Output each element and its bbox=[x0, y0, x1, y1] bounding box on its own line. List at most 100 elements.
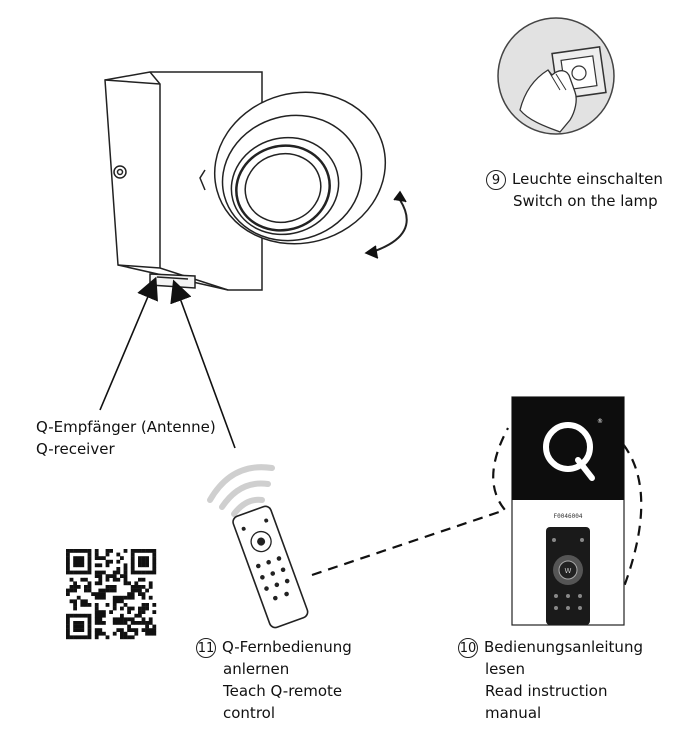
qr-module bbox=[138, 577, 142, 582]
qr-module bbox=[112, 588, 117, 593]
qr-module bbox=[116, 628, 121, 632]
qr-module bbox=[105, 559, 110, 564]
qr-module bbox=[69, 635, 74, 640]
qr-module bbox=[66, 621, 70, 625]
qr-module bbox=[116, 570, 121, 575]
qr-module bbox=[102, 592, 106, 596]
qr-module bbox=[116, 621, 121, 625]
qr-module bbox=[152, 559, 157, 564]
qr-module bbox=[112, 621, 117, 625]
qr-module bbox=[120, 631, 124, 636]
qr-module bbox=[66, 567, 70, 571]
qr-module bbox=[145, 588, 149, 593]
qr-module bbox=[76, 559, 81, 564]
switch-hand-icon bbox=[497, 17, 615, 135]
qr-module bbox=[123, 567, 128, 571]
qr-module bbox=[66, 552, 70, 557]
qr-module bbox=[105, 588, 110, 593]
qr-module bbox=[80, 570, 85, 575]
receiver-window bbox=[149, 273, 196, 289]
qr-module bbox=[87, 635, 92, 640]
qr-module bbox=[148, 549, 153, 553]
dashed-link-manual bbox=[611, 431, 643, 593]
qr-module bbox=[130, 621, 135, 625]
qr-module bbox=[87, 567, 92, 571]
qr-module bbox=[66, 628, 70, 632]
qr-module bbox=[120, 635, 124, 640]
qr-module bbox=[145, 563, 149, 568]
qr-module bbox=[127, 624, 131, 629]
qr-module bbox=[141, 595, 146, 600]
manual-booklet: ® F0046004 W bbox=[511, 396, 625, 626]
qr-module bbox=[87, 581, 92, 586]
qr-module bbox=[94, 631, 99, 636]
qr-module bbox=[130, 552, 135, 557]
qr-module bbox=[94, 592, 99, 596]
qr-module bbox=[66, 588, 70, 593]
qr-module bbox=[98, 617, 103, 622]
qr-module bbox=[73, 585, 77, 589]
qr-module bbox=[152, 603, 157, 607]
qr-module bbox=[105, 585, 110, 589]
qr-module bbox=[112, 595, 117, 600]
qr-module bbox=[98, 621, 103, 625]
qr-module bbox=[123, 549, 128, 553]
qr-module bbox=[80, 621, 85, 625]
qr-module bbox=[120, 606, 124, 611]
qr-module bbox=[84, 577, 88, 582]
qr-module bbox=[145, 603, 149, 607]
qr-module bbox=[73, 556, 77, 560]
qr-module bbox=[138, 563, 142, 568]
qr-module bbox=[76, 595, 81, 600]
qr-module bbox=[94, 613, 99, 618]
qr-module bbox=[87, 628, 92, 632]
qr-module bbox=[145, 628, 149, 632]
qr-module bbox=[105, 552, 110, 557]
qr-module bbox=[152, 567, 157, 571]
qr-module bbox=[130, 556, 135, 560]
qr-module bbox=[123, 574, 128, 578]
qr-module bbox=[130, 592, 135, 596]
rotate-arrow-icon bbox=[371, 199, 408, 253]
qr-module bbox=[80, 603, 85, 607]
qr-module bbox=[134, 570, 139, 575]
qr-module bbox=[130, 617, 135, 622]
qr-module bbox=[94, 628, 99, 632]
qr-module bbox=[112, 570, 117, 575]
qr-module bbox=[66, 635, 70, 640]
qr-module bbox=[84, 613, 88, 618]
qr-module bbox=[152, 563, 157, 568]
qr-module bbox=[69, 599, 74, 604]
qr-module bbox=[109, 588, 113, 593]
screw-icon bbox=[113, 165, 127, 179]
qr-module bbox=[69, 577, 74, 582]
qr-module bbox=[130, 570, 135, 575]
qr-module bbox=[120, 574, 124, 578]
qr-module bbox=[66, 570, 70, 575]
qr-module bbox=[138, 570, 142, 575]
qr-module bbox=[138, 585, 142, 589]
qr-module bbox=[84, 549, 88, 553]
qr-module bbox=[87, 588, 92, 593]
qr-module bbox=[127, 610, 131, 614]
qr-module bbox=[94, 606, 99, 611]
qr-module bbox=[138, 592, 142, 596]
qr-module bbox=[87, 552, 92, 557]
qr-module bbox=[145, 631, 149, 636]
qr-module bbox=[127, 617, 131, 622]
qr-module bbox=[130, 549, 135, 553]
qr-module bbox=[116, 559, 121, 564]
qr-module bbox=[141, 621, 146, 625]
qr-module bbox=[91, 592, 95, 596]
qr-module bbox=[84, 599, 88, 604]
qr-module bbox=[152, 549, 157, 553]
qr-module bbox=[98, 613, 103, 618]
qr-module bbox=[105, 549, 110, 553]
qr-module bbox=[134, 585, 139, 589]
qr-module bbox=[141, 610, 146, 614]
qr-module bbox=[84, 635, 88, 640]
qr-module bbox=[98, 581, 103, 586]
qr-module bbox=[76, 585, 81, 589]
